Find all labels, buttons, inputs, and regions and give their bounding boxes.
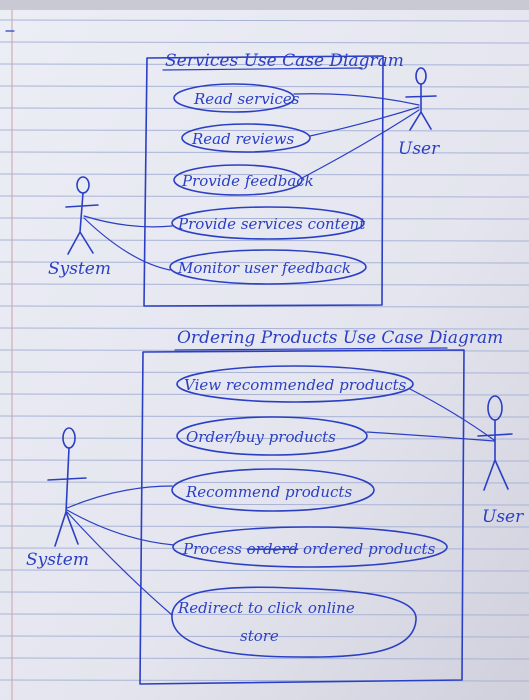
usecase-read-reviews-label: Read reviews <box>191 130 295 148</box>
system-boundary-1 <box>143 55 384 307</box>
usecase-view-recommended-products <box>176 365 414 403</box>
association-provide-feedback <box>301 109 420 179</box>
ruled-line <box>0 151 529 154</box>
actor-user-1-label: User <box>398 139 440 159</box>
association-redirect-to-online-store <box>66 511 173 616</box>
association-recommend-products <box>66 485 173 509</box>
ruled-line <box>0 503 529 506</box>
usecase-redirect-line1-label: Redirect to click online <box>177 599 355 617</box>
association-view-recommended-products <box>409 388 495 441</box>
usecase-view-recommended-products-label: View recommended products <box>184 376 407 394</box>
diagram2-title-underline <box>174 347 448 351</box>
ruled-line <box>0 569 529 572</box>
usecase-provide-services-content <box>171 206 365 240</box>
usecase-redirect-line2-label: store <box>240 627 279 645</box>
usecase-provide-feedback <box>173 164 303 196</box>
ruled-line <box>0 635 529 638</box>
diagram2-title: Ordering Products Use Case Diagram <box>177 328 503 348</box>
ruled-line <box>0 195 529 198</box>
ruled-line <box>0 305 529 308</box>
actor-system-1 <box>65 176 99 255</box>
ruled-line <box>0 657 529 660</box>
diagram1-title-underline <box>162 67 363 71</box>
ruled-line <box>0 107 529 110</box>
usecase-read-services-label: Read services <box>193 90 300 108</box>
ruled-line <box>0 19 529 22</box>
association-provide-services-content <box>83 215 173 228</box>
actor-system-1-label: System <box>48 259 111 279</box>
ruled-line <box>0 525 529 528</box>
services-use-case-diagram: Services Use Case Diagram Read services … <box>48 51 440 307</box>
ruled-line <box>0 63 529 66</box>
ruled-line <box>0 613 529 616</box>
ruled-line <box>0 261 529 264</box>
ruled-line <box>0 129 529 132</box>
usecase-process-ordered-products-label: Process orderd ordered products <box>182 540 436 558</box>
ruled-line <box>0 41 529 44</box>
usecase-order-buy-products-label: Order/buy products <box>186 428 336 446</box>
system-boundary-2 <box>139 349 465 685</box>
diagram1-title: Services Use Case Diagram <box>165 51 404 71</box>
ruled-line <box>0 371 529 374</box>
usecase-monitor-user-feedback <box>169 249 367 285</box>
ruled-line <box>0 217 529 220</box>
ruled-line <box>0 437 529 440</box>
actor-user-1 <box>405 67 437 131</box>
ruled-line <box>0 239 529 242</box>
ordering-products-use-case-diagram: Ordering Products Use Case Diagram View … <box>26 328 524 685</box>
usecase-read-reviews <box>181 123 311 153</box>
usecase-provide-feedback-label: Provide feedback <box>181 172 314 190</box>
association-monitor-user-feedback <box>83 217 171 271</box>
usecase-recommend-products <box>171 468 375 512</box>
actor-user-2 <box>477 395 513 491</box>
ruled-line <box>0 459 529 462</box>
usecase-process-ordered-products <box>172 526 448 568</box>
usecase-read-services <box>173 83 295 113</box>
ruled-line <box>0 547 529 550</box>
ruled-line <box>0 173 529 176</box>
association-process-ordered-products <box>66 509 175 546</box>
usecase-order-buy-products <box>176 416 368 456</box>
association-order-buy-products <box>366 431 495 442</box>
ruled-line <box>0 327 529 330</box>
ruled-line <box>0 393 529 396</box>
ruled-line <box>0 591 529 594</box>
usecase-monitor-user-feedback-label: Monitor user feedback <box>177 259 351 277</box>
actor-user-2-label: User <box>482 507 524 527</box>
association-read-reviews <box>309 106 420 137</box>
usecase-recommend-products-label: Recommend products <box>185 483 352 501</box>
usecase-provide-services-content-label: Provide services content <box>177 215 366 233</box>
ruled-line <box>0 481 529 484</box>
association-read-services <box>293 93 420 106</box>
ruled-lines <box>0 19 529 682</box>
usecase-redirect-to-online-store <box>171 586 417 658</box>
actor-system-2 <box>47 427 87 547</box>
actor-system-2-label: System <box>26 550 89 570</box>
